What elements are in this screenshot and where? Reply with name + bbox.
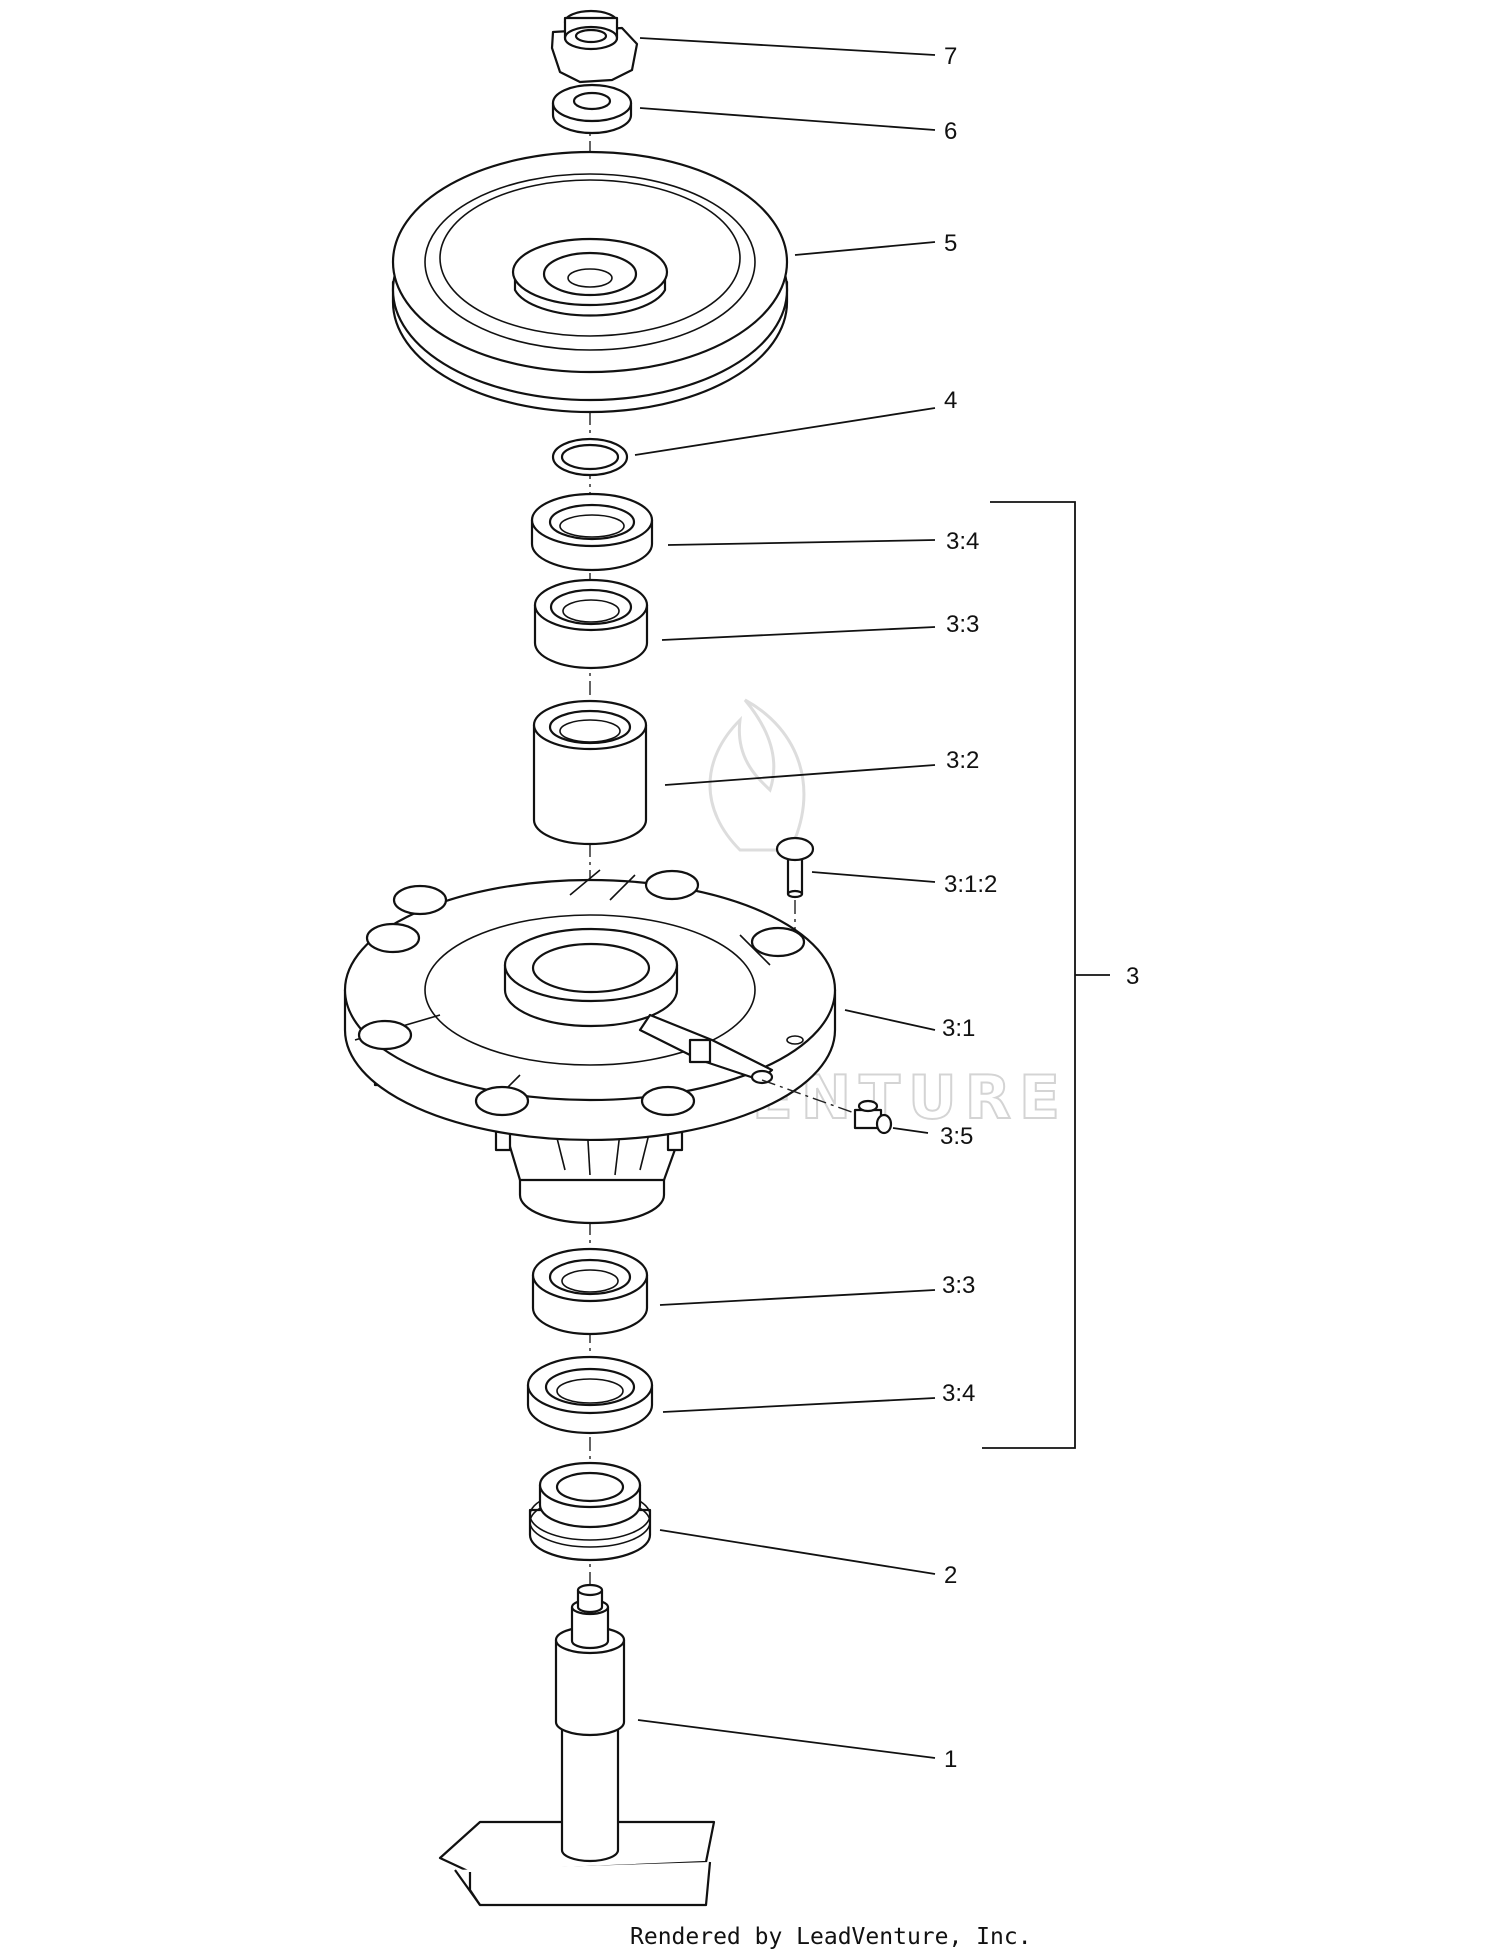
callout-labels: 7 6 5 4 3:4 3:3 3:2 3:1:2 3:1 3:5 3:3 3:… <box>940 43 1139 1773</box>
part-3-3-bottom-bearing <box>531 1247 649 1336</box>
part-3-4-bottom-seal <box>526 1355 654 1435</box>
callout-5: 5 <box>944 230 957 257</box>
callout-3-3-bottom: 3:3 <box>942 1272 975 1299</box>
callout-1: 1 <box>944 1746 957 1773</box>
leader-lines <box>634 37 936 1759</box>
part-3-1-2-plug <box>775 836 815 1040</box>
part-3-4-top-seal <box>530 492 654 572</box>
callout-2: 2 <box>944 1562 957 1589</box>
callout-3-5: 3:5 <box>940 1123 973 1150</box>
callout-7: 7 <box>944 43 957 70</box>
callout-4: 4 <box>944 387 957 414</box>
callout-3-1-2: 3:1:2 <box>944 871 997 898</box>
part-2-seal <box>528 1461 652 1562</box>
callout-3-2: 3:2 <box>946 747 979 774</box>
callout-3-4-top: 3:4 <box>946 528 979 555</box>
part-7-hex-nut <box>550 9 639 84</box>
callout-3-group: 3 <box>1126 963 1139 990</box>
part-1-spindle-shaft <box>438 1583 716 1907</box>
part-3-5-grease-fitting <box>761 1079 893 1135</box>
callout-3-4-bottom: 3:4 <box>942 1380 975 1407</box>
part-3-2-spacer <box>532 699 648 846</box>
watermark-flame-icon <box>708 698 806 852</box>
group-bracket-3 <box>982 501 1110 1449</box>
part-3-1-housing <box>343 869 837 1225</box>
part-5-pulley <box>391 150 789 414</box>
part-3-3-top-bearing <box>533 578 649 670</box>
callout-3-1: 3:1 <box>942 1015 975 1042</box>
part-6-washer <box>551 83 633 135</box>
part-4-snap-ring <box>551 437 629 477</box>
rendered-by-credit: Rendered by LeadVenture, Inc. <box>630 1924 1032 1950</box>
callout-6: 6 <box>944 118 957 145</box>
callout-3-3-top: 3:3 <box>946 611 979 638</box>
